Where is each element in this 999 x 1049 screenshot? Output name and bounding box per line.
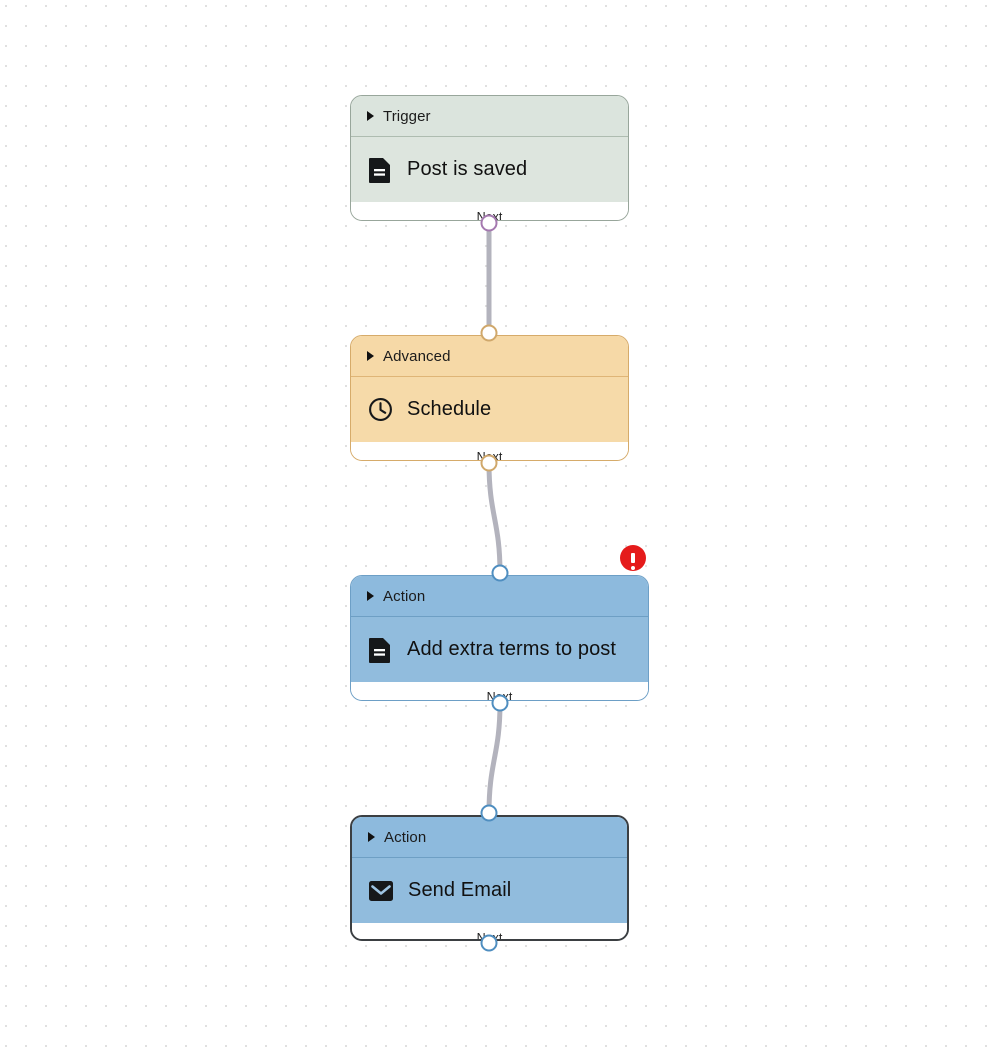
port-action-send-email-in[interactable]	[480, 804, 498, 822]
node-category-label: Advanced	[383, 347, 451, 365]
node-header-trigger[interactable]: Trigger	[351, 96, 628, 136]
edge-advanced-to-action1	[486, 460, 503, 576]
clock-icon	[367, 397, 393, 423]
port-advanced-in[interactable]	[480, 324, 498, 342]
node-header-action[interactable]: Action	[351, 576, 648, 616]
node-category-label: Action	[383, 587, 426, 605]
node-title: Send Email	[408, 879, 512, 901]
port-action-add-terms-in[interactable]	[491, 564, 509, 582]
node-title: Post is saved	[407, 158, 528, 180]
node-header-advanced[interactable]: Advanced	[351, 336, 628, 376]
node-body-action[interactable]: Add extra terms to post	[351, 617, 648, 682]
node-divider	[351, 136, 628, 137]
node-title: Add extra terms to post	[407, 638, 617, 660]
node-divider	[351, 376, 628, 377]
node-body-action[interactable]: Send Email	[352, 858, 627, 923]
node-body-trigger[interactable]: Post is saved	[351, 137, 628, 202]
node-category-label: Trigger	[383, 107, 431, 125]
error-badge-icon[interactable]	[620, 545, 646, 571]
chevron-right-icon[interactable]	[367, 351, 374, 361]
port-trigger-out[interactable]	[480, 214, 498, 232]
workflow-node-trigger[interactable]: Trigger Post is saved Next	[350, 95, 629, 221]
node-header-action[interactable]: Action	[352, 817, 627, 857]
chevron-right-icon[interactable]	[367, 591, 374, 601]
document-icon	[367, 637, 393, 663]
node-title: Schedule	[407, 398, 492, 420]
workflow-node-action-add-terms[interactable]: Action Add extra terms to post Next	[350, 575, 649, 701]
exclamation-mark	[631, 553, 635, 570]
node-body-advanced[interactable]: Schedule	[351, 377, 628, 442]
chevron-right-icon[interactable]	[368, 832, 375, 842]
node-divider	[352, 857, 627, 858]
port-action-add-terms-out[interactable]	[491, 694, 509, 712]
node-divider	[351, 616, 648, 617]
workflow-node-advanced[interactable]: Advanced Schedule Next	[350, 335, 629, 461]
document-icon	[367, 157, 393, 183]
workflow-node-action-send-email[interactable]: Action Send Email Next	[350, 815, 629, 941]
port-action-send-email-out[interactable]	[480, 934, 498, 952]
edge-action1-to-action2	[486, 700, 503, 816]
node-category-label: Action	[384, 828, 427, 846]
chevron-right-icon[interactable]	[367, 111, 374, 121]
port-advanced-out[interactable]	[480, 454, 498, 472]
mail-icon	[368, 878, 394, 904]
